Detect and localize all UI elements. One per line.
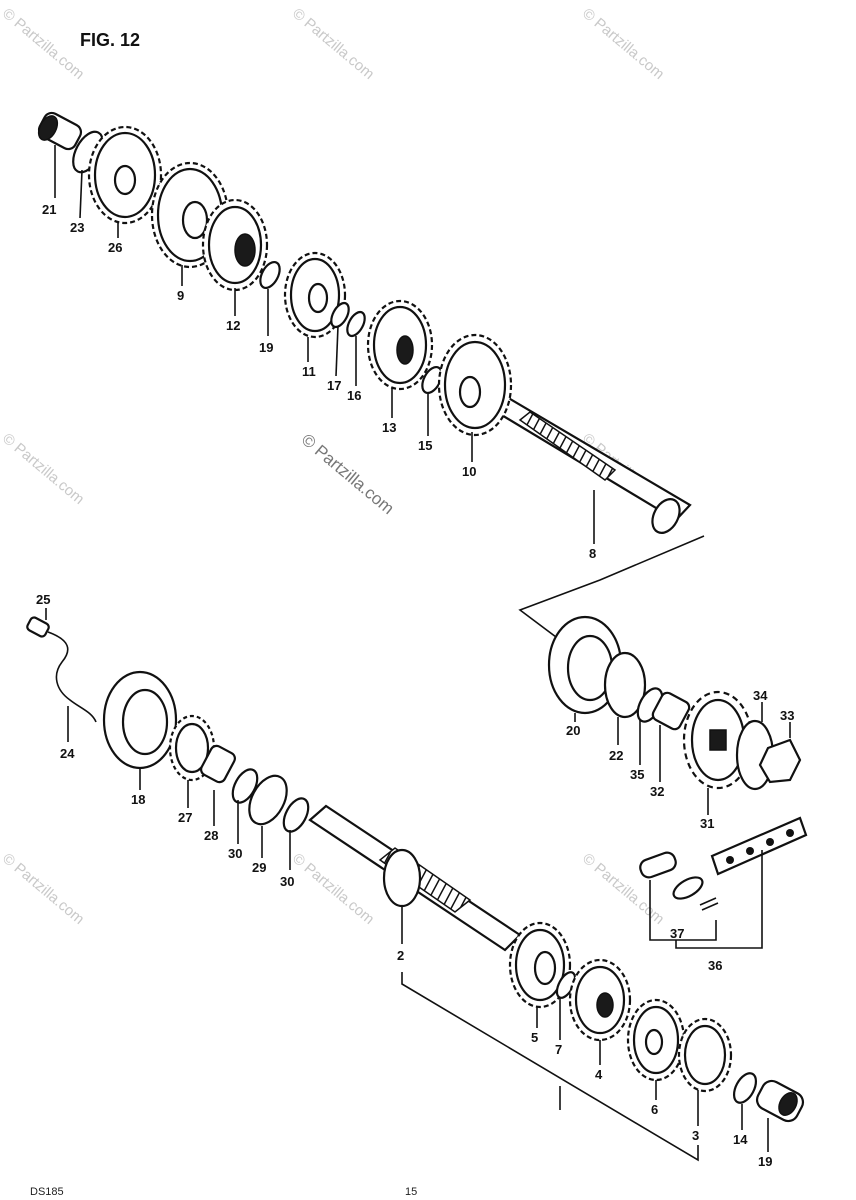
label-part-9: 9 bbox=[177, 288, 184, 303]
label-part-31: 31 bbox=[700, 816, 714, 831]
gear-11 bbox=[283, 251, 347, 339]
spacer-32 bbox=[651, 691, 691, 731]
upper-shaft-assembly bbox=[37, 111, 692, 534]
label-part-19-upper: 19 bbox=[259, 340, 273, 355]
connector-line bbox=[518, 535, 705, 641]
gear-5 bbox=[508, 921, 572, 1009]
bushing-21 bbox=[37, 111, 83, 151]
washer-14 bbox=[732, 1072, 758, 1104]
label-part-3: 3 bbox=[692, 1128, 699, 1143]
label-part-23: 23 bbox=[70, 220, 84, 235]
leader-lines bbox=[45, 145, 791, 1162]
label-part-16: 16 bbox=[347, 388, 361, 403]
gear-3 bbox=[677, 1017, 733, 1093]
label-part-7: 7 bbox=[555, 1042, 562, 1057]
label-part-8: 8 bbox=[589, 546, 596, 561]
drive-chain-36 bbox=[710, 816, 808, 876]
label-part-10: 10 bbox=[462, 464, 476, 479]
lower-shaft-assembly bbox=[26, 615, 808, 1123]
footer-model-code: DS185 bbox=[30, 1186, 64, 1198]
gear-13 bbox=[366, 299, 434, 391]
washer-29 bbox=[248, 774, 288, 826]
label-part-6: 6 bbox=[651, 1102, 658, 1117]
bushing-19 bbox=[755, 1079, 805, 1123]
label-part-20: 20 bbox=[566, 723, 580, 738]
shaft-2 bbox=[308, 804, 522, 952]
label-part-24: 24 bbox=[60, 746, 75, 761]
label-part-30-a: 30 bbox=[228, 846, 242, 861]
label-part-33: 33 bbox=[780, 708, 794, 723]
label-part-21: 21 bbox=[42, 202, 56, 217]
bearing-18 bbox=[102, 670, 178, 770]
label-part-37: 37 bbox=[670, 926, 684, 941]
label-part-19-lower: 19 bbox=[758, 1154, 772, 1169]
label-part-32: 32 bbox=[650, 784, 664, 799]
washer-16 bbox=[346, 310, 366, 338]
gear-26 bbox=[87, 125, 163, 225]
label-part-13: 13 bbox=[382, 420, 396, 435]
label-part-30-b: 30 bbox=[280, 874, 294, 889]
label-part-17: 17 bbox=[327, 378, 341, 393]
gear-12 bbox=[201, 198, 269, 292]
label-part-14: 14 bbox=[733, 1132, 748, 1147]
nut-33 bbox=[758, 738, 802, 784]
label-part-4: 4 bbox=[595, 1067, 603, 1082]
needle-bearing-28 bbox=[200, 744, 236, 784]
circlip-17 bbox=[330, 301, 350, 329]
label-part-2: 2 bbox=[397, 948, 404, 963]
label-part-28: 28 bbox=[204, 828, 218, 843]
label-part-26: 26 bbox=[108, 240, 122, 255]
label-part-34: 34 bbox=[753, 688, 768, 703]
label-part-35: 35 bbox=[630, 767, 644, 782]
footer-page-number: 15 bbox=[405, 1186, 418, 1198]
seal-22 bbox=[603, 651, 647, 719]
circlip-19 bbox=[259, 260, 281, 290]
label-part-11: 11 bbox=[302, 364, 316, 379]
wire-24 bbox=[47, 631, 97, 723]
label-part-36: 36 bbox=[708, 958, 722, 973]
label-part-25: 25 bbox=[36, 592, 50, 607]
label-part-22: 22 bbox=[609, 748, 623, 763]
bearing-20 bbox=[547, 615, 623, 715]
master-link-37 bbox=[639, 851, 719, 911]
part-labels: 21 23 26 9 12 19 11 17 16 13 15 10 8 25 … bbox=[36, 202, 794, 1169]
label-part-18: 18 bbox=[131, 792, 145, 807]
gear-4 bbox=[568, 958, 632, 1042]
label-part-5: 5 bbox=[531, 1030, 538, 1045]
shaft-8 bbox=[488, 394, 692, 534]
gear-6 bbox=[626, 998, 686, 1082]
label-part-12: 12 bbox=[226, 318, 240, 333]
screw-25 bbox=[26, 616, 50, 638]
label-part-15: 15 bbox=[418, 438, 432, 453]
figure-title: FIG. 12 bbox=[80, 30, 141, 50]
gear-10 bbox=[437, 333, 513, 437]
washer-30-b bbox=[282, 797, 310, 833]
label-part-27: 27 bbox=[178, 810, 192, 825]
label-part-29: 29 bbox=[252, 860, 266, 875]
